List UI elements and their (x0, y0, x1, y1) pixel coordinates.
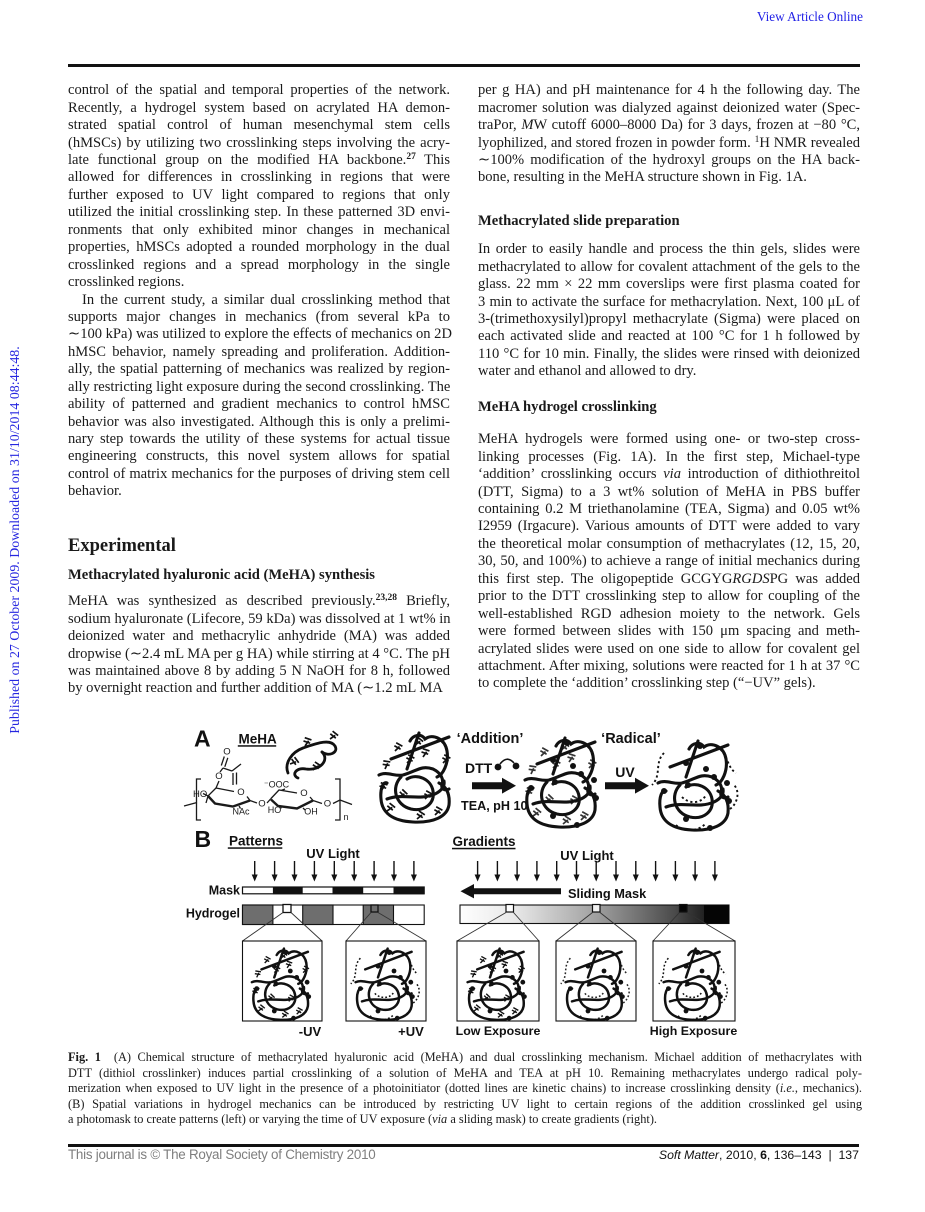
svg-text:NAc: NAc (232, 807, 250, 817)
svg-text:Mask: Mask (209, 884, 240, 898)
svg-text:‘Addition’: ‘Addition’ (457, 731, 524, 747)
svg-text:B: B (195, 826, 212, 852)
svg-text:n: n (344, 812, 349, 822)
svg-text:⁻OOC: ⁻OOC (264, 780, 290, 790)
svg-text:HO: HO (193, 789, 207, 800)
svg-text:Hydrogel: Hydrogel (186, 907, 240, 921)
svg-text:UV Light: UV Light (560, 848, 614, 863)
svg-text:TEA, pH 10: TEA, pH 10 (461, 799, 527, 813)
svg-text:O: O (215, 771, 222, 782)
svg-text:UV: UV (615, 764, 635, 780)
svg-text:DTT: DTT (465, 760, 493, 776)
svg-text:Low Exposure: Low Exposure (456, 1024, 541, 1038)
svg-text:High Exposure: High Exposure (650, 1024, 738, 1038)
svg-text:Patterns: Patterns (229, 834, 283, 849)
svg-text:‘Radical’: ‘Radical’ (601, 731, 661, 747)
svg-text:OH: OH (304, 807, 318, 817)
svg-text:Gradients: Gradients (453, 834, 516, 849)
svg-text:-UV: -UV (299, 1024, 322, 1039)
svg-text:O: O (324, 799, 331, 810)
svg-text:O: O (258, 799, 265, 810)
svg-text:O: O (300, 788, 307, 799)
svg-text:A: A (194, 726, 211, 752)
svg-text:MeHA: MeHA (239, 732, 278, 747)
svg-text:+UV: +UV (398, 1024, 424, 1039)
svg-text:O: O (237, 787, 244, 798)
svg-text:Sliding Mask: Sliding Mask (568, 886, 647, 901)
svg-text:O: O (223, 747, 230, 758)
svg-text:HO: HO (268, 805, 282, 815)
svg-text:UV Light: UV Light (306, 846, 360, 861)
